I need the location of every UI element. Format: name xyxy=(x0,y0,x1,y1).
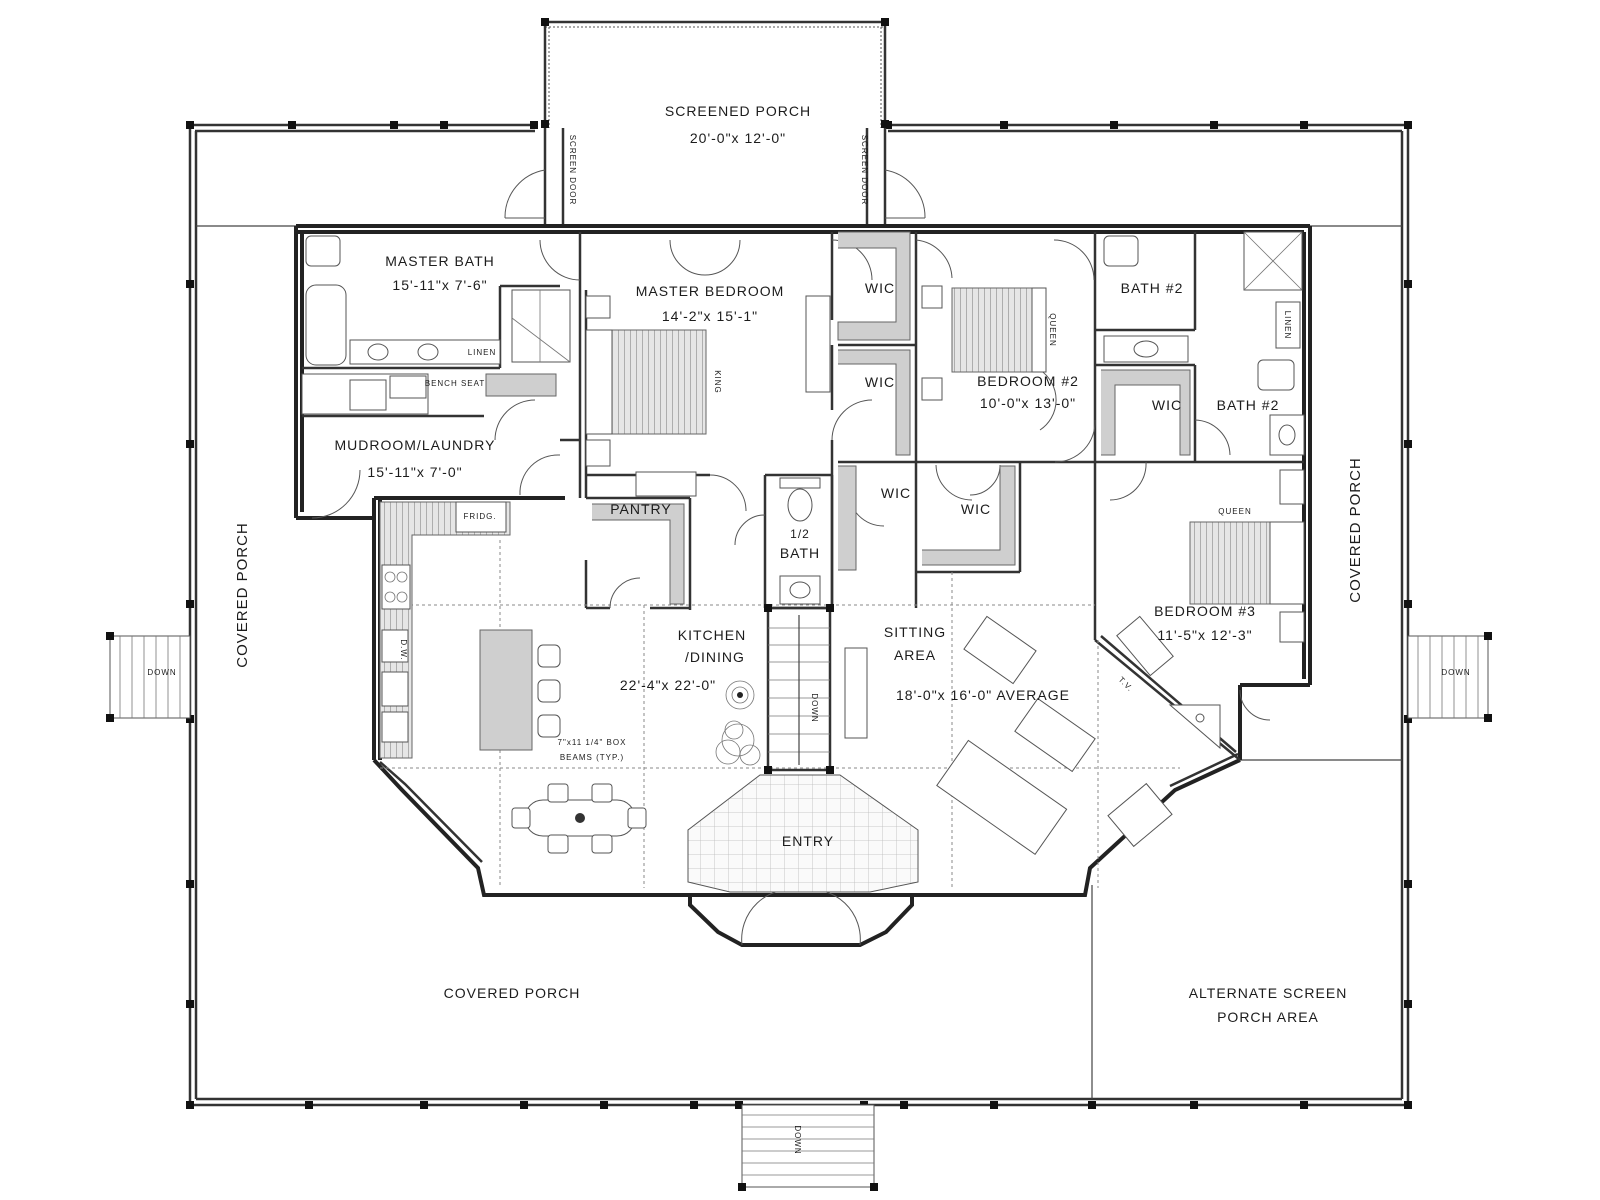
half-bath-fixtures xyxy=(779,477,821,605)
wic-shelves xyxy=(837,231,1191,571)
dw-label: D.W. xyxy=(399,639,408,660)
plants xyxy=(715,680,761,766)
pantry-shelves xyxy=(592,503,685,605)
covered-porch-right-label: COVERED PORCH xyxy=(1347,457,1364,603)
master-bath-label: MASTER BATH xyxy=(385,253,495,269)
covered-porch-front-label: COVERED PORCH xyxy=(444,985,581,1001)
screen-door-right-label: SCREEN DOOR xyxy=(860,135,869,206)
wic-5-label: WIC xyxy=(1152,397,1182,413)
sitting-sub: AREA xyxy=(894,647,936,663)
sitting-label: SITTING xyxy=(884,624,946,640)
side-steps xyxy=(106,632,1492,1191)
alt-screen-line1: ALTERNATE SCREEN xyxy=(1189,985,1348,1001)
door-swings xyxy=(311,239,1271,946)
master-bath-fixtures xyxy=(305,235,571,366)
kitchen-label: KITCHEN xyxy=(678,627,746,643)
covered-porch-left-label: COVERED PORCH xyxy=(234,522,251,668)
master-bedroom-label: MASTER BEDROOM xyxy=(636,283,785,299)
master-bath-dims: 15'-11"x 7'-6" xyxy=(392,277,487,293)
down-left-label: DOWN xyxy=(147,668,176,677)
dining-set xyxy=(511,783,647,854)
beams-note-line1: 7"x11 1/4" BOX xyxy=(558,738,627,747)
bath-2-fixtures xyxy=(1103,231,1305,456)
down-right-label: DOWN xyxy=(1441,668,1470,677)
bath-2-upper-label: BATH #2 xyxy=(1121,280,1184,296)
bedroom-2-fixtures xyxy=(921,285,1047,401)
room-labels: SCREENED PORCH 20'-0"x 12'-0" SCREEN DOO… xyxy=(147,103,1470,1155)
entry-tile xyxy=(687,774,919,893)
alt-screen-line2: PORCH AREA xyxy=(1217,1009,1319,1025)
down-front-label: DOWN xyxy=(793,1125,802,1154)
down-stair-label: DOWN xyxy=(810,693,819,722)
half-bath-label: 1/2 xyxy=(790,527,810,541)
screened-porch-dims: 20'-0"x 12'-0" xyxy=(690,130,786,146)
screen-door-left-label: SCREEN DOOR xyxy=(568,135,577,206)
wic-2-label: WIC xyxy=(865,374,895,390)
stair xyxy=(764,604,834,774)
beams-note-line2: BEAMS (TYP.) xyxy=(560,753,624,762)
sitting-furniture xyxy=(844,615,1173,856)
bedroom-3-label: BEDROOM #3 xyxy=(1154,603,1256,619)
linen-bath-label: LINEN xyxy=(1283,311,1292,340)
tv-label: T.V. xyxy=(1117,675,1135,693)
pantry-label: PANTRY xyxy=(610,501,672,517)
mudroom-label: MUDROOM/LAUNDRY xyxy=(335,437,496,453)
wic-4-label: WIC xyxy=(961,501,991,517)
mudroom-dims: 15'-11"x 7'-0" xyxy=(367,464,462,480)
mudroom-fixtures xyxy=(301,373,557,415)
sitting-dims: 18'-0"x 16'-0" AVERAGE xyxy=(896,687,1070,703)
queen-bed-2-label: QUEEN xyxy=(1048,313,1057,346)
half-bath-sub: BATH xyxy=(780,545,820,561)
screened-porch xyxy=(504,18,926,226)
queen-bed-3-label: QUEEN xyxy=(1218,507,1251,516)
bedroom-3-fixtures xyxy=(1116,469,1305,750)
linen-master-label: LINEN xyxy=(468,348,497,357)
wic-1-label: WIC xyxy=(865,280,895,296)
screened-porch-label: SCREENED PORCH xyxy=(665,103,811,119)
fridge-label: FRIDG. xyxy=(463,512,496,521)
kitchen-sub: /DINING xyxy=(685,649,745,665)
bench-seat-label: BENCH SEAT xyxy=(425,379,486,388)
entry-label: ENTRY xyxy=(782,833,834,849)
master-bedroom-dims: 14'-2"x 15'-1" xyxy=(662,308,758,324)
king-bed-label: KING xyxy=(713,370,722,394)
bedroom-2-label: BEDROOM #2 xyxy=(977,373,1079,389)
kitchen-dims: 22'-4"x 22'-0" xyxy=(620,677,716,693)
master-bedroom-fixtures xyxy=(585,295,831,497)
bedroom-2-dims: 10'-0"x 13'-0" xyxy=(980,395,1076,411)
bath-2-lower-label: BATH #2 xyxy=(1217,397,1280,413)
bedroom-3-dims: 11'-5"x 12'-3" xyxy=(1157,627,1252,643)
wic-3-label: WIC xyxy=(881,485,911,501)
kitchen-counters xyxy=(379,501,561,759)
